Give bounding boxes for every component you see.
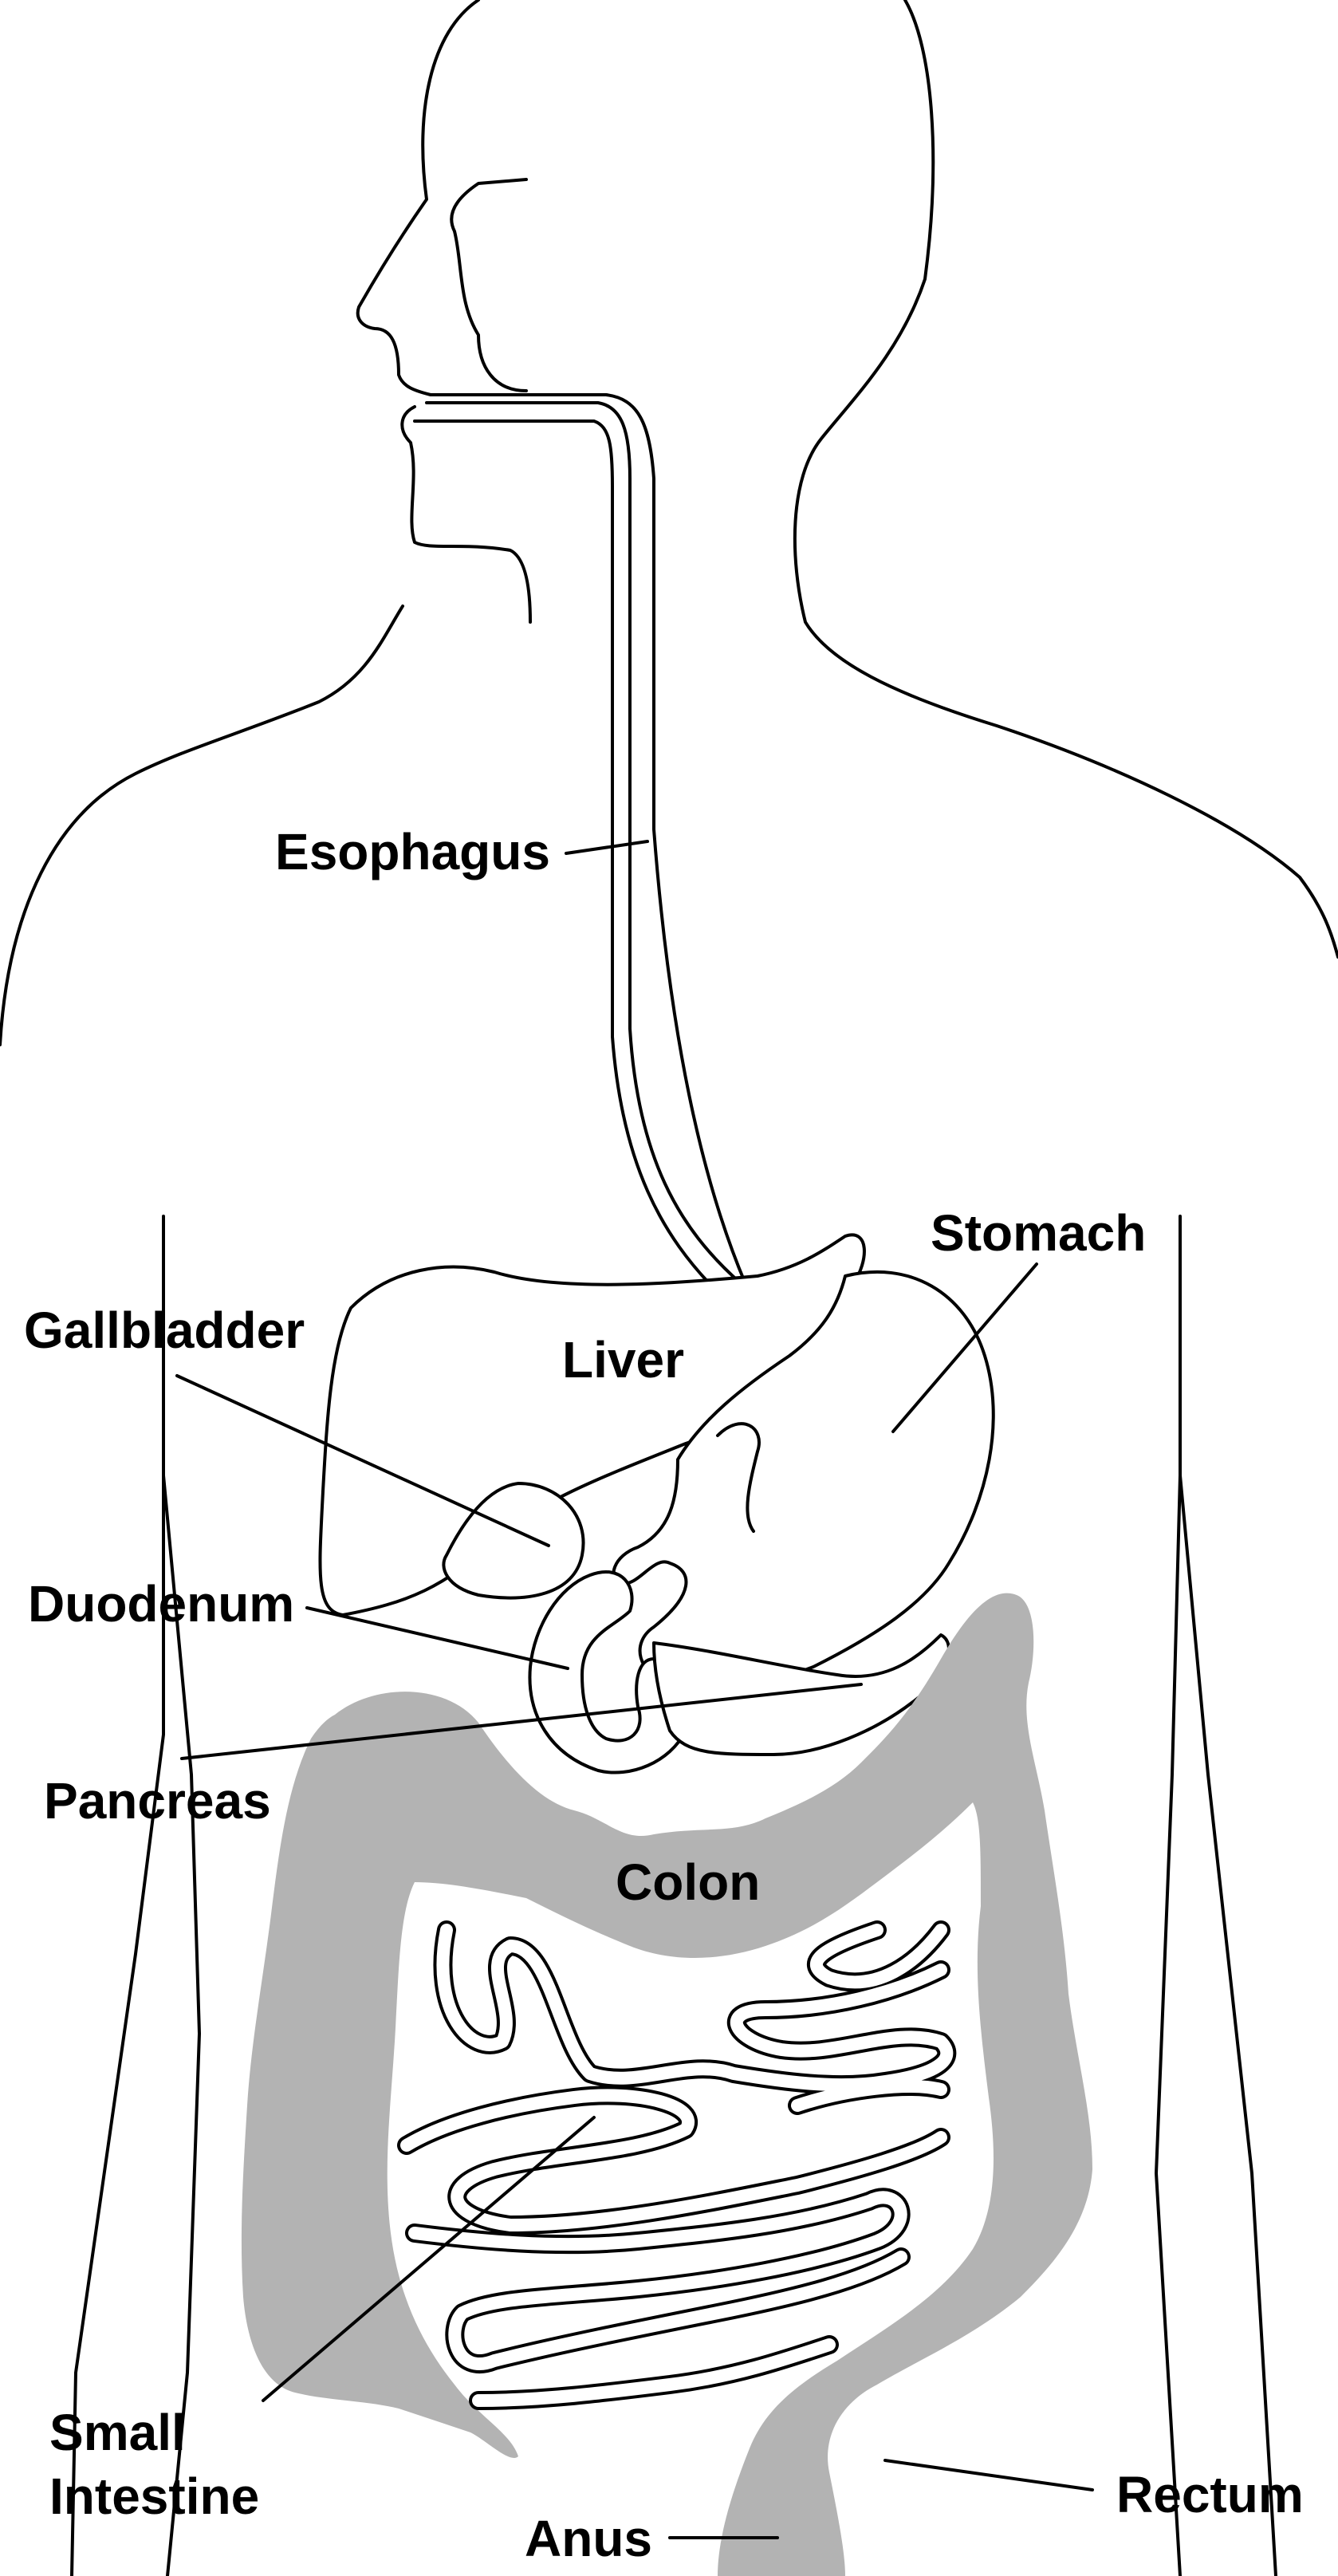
duodenum-label: Duodenum	[28, 1575, 294, 1633]
trunk-left-inner	[162, 1474, 201, 2576]
trunk-right-outer	[1179, 1215, 1277, 2576]
colon-label: Colon	[616, 1853, 760, 1911]
head-and-shoulders-outline	[0, 0, 1338, 1286]
small-intestine-label-line1: Small	[49, 2404, 186, 2461]
gallbladder-label: Gallbladder	[24, 1302, 305, 1359]
duodenum-shape	[528, 1570, 690, 1774]
stomach-fold	[716, 1422, 761, 1533]
small-intestine-lumen	[400, 1924, 954, 2407]
stomach-shape	[612, 1270, 995, 1688]
stomach-label: Stomach	[931, 1204, 1146, 1262]
esophagus-tube	[425, 401, 743, 1286]
neck-left-outline	[450, 178, 528, 392]
anus-label: Anus	[525, 2510, 652, 2567]
liver-label: Liver	[562, 1331, 684, 1388]
rectum-label: Rectum	[1116, 2466, 1304, 2523]
esophagus-label: Esophagus	[275, 823, 550, 880]
esophagus-inner-wall	[413, 419, 719, 1294]
gallbladder-leader	[175, 1374, 550, 1547]
pancreas-leader	[180, 1683, 863, 1760]
colon-shape	[241, 1593, 1092, 2576]
trunk-left-outer	[70, 1215, 165, 2576]
stomach-leader	[891, 1262, 1038, 1433]
trunk-right-inner	[1155, 1474, 1182, 2576]
small-intestine-group	[397, 1920, 957, 2410]
small-intestine-leader	[262, 2116, 596, 2402]
small-intestine-label-line2: Intestine	[49, 2468, 259, 2525]
rectum-leader	[883, 2459, 1094, 2491]
esophagus-leader	[565, 840, 649, 855]
pancreas-label: Pancreas	[44, 1772, 271, 1830]
duodenum-leader	[305, 1606, 569, 1670]
mouth-outline	[400, 405, 532, 624]
